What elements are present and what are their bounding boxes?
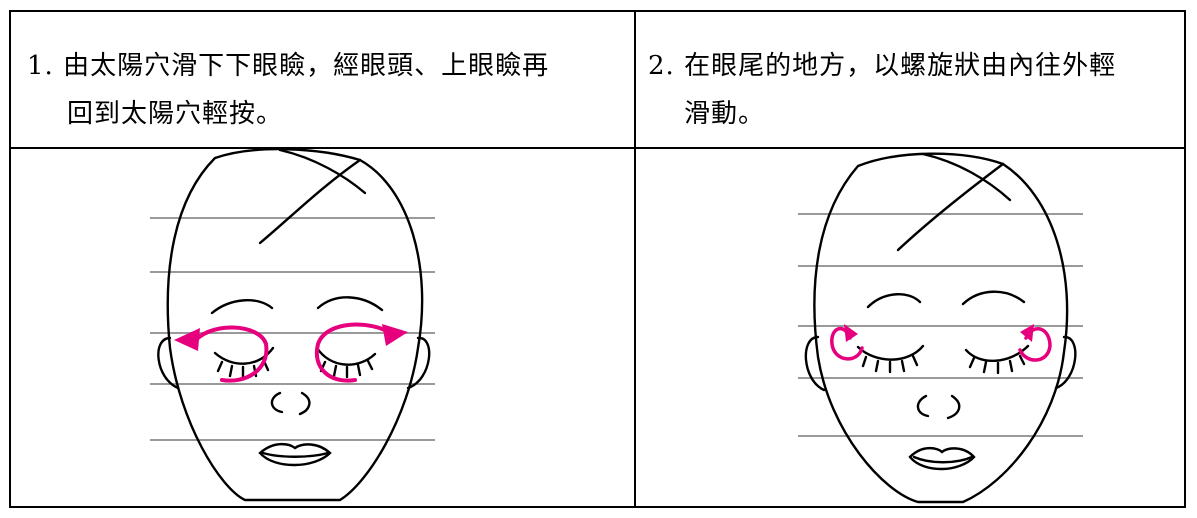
step2-line2: 滑動。 bbox=[684, 99, 766, 129]
right-brow bbox=[316, 296, 384, 312]
right-arrow-head bbox=[1020, 324, 1034, 342]
right-brow bbox=[961, 290, 1026, 306]
right-lashes bbox=[319, 359, 374, 379]
left-loop-arrow bbox=[190, 325, 269, 383]
left-brow bbox=[210, 299, 274, 315]
left-arrow-head bbox=[174, 328, 200, 351]
arrow-heads bbox=[844, 324, 1034, 342]
hair-part bbox=[258, 148, 367, 245]
step2-line1: 2. 在眼尾的地方，以螺旋狀由內往外輕 bbox=[648, 51, 1117, 81]
nose bbox=[270, 391, 311, 416]
right-eye bbox=[315, 346, 377, 366]
left-eye bbox=[856, 344, 925, 361]
hair-part bbox=[896, 152, 1012, 252]
left-eye bbox=[213, 346, 275, 365]
face-outline bbox=[166, 148, 424, 502]
left-brow bbox=[866, 293, 922, 309]
pink-arrows bbox=[190, 322, 394, 383]
face-outline bbox=[813, 152, 1069, 504]
right-arrow-head bbox=[382, 324, 408, 346]
row-divider bbox=[11, 147, 1184, 149]
right-lashes bbox=[968, 354, 1026, 375]
arrow-heads bbox=[174, 324, 408, 351]
left-spiral-arrow bbox=[830, 326, 864, 361]
left-arrow-head bbox=[844, 324, 858, 342]
left-lashes bbox=[861, 354, 919, 374]
left-ear bbox=[157, 336, 180, 390]
step1-line2: 回到太陽穴輕按。 bbox=[67, 99, 284, 129]
right-eye bbox=[964, 344, 1030, 363]
right-ear bbox=[406, 336, 431, 390]
instruction-table: 1. 由太陽穴滑下下眼瞼，經眼頭、上眼瞼再 回到太陽穴輕按。 2. 在眼尾的地方… bbox=[9, 10, 1186, 508]
guide-lines bbox=[798, 213, 1083, 437]
right-loop-arrow bbox=[314, 322, 394, 383]
pink-spirals bbox=[830, 326, 1052, 362]
face-massage-loop-illustration bbox=[150, 148, 435, 502]
left-lashes bbox=[216, 359, 270, 379]
left-ear bbox=[804, 335, 826, 392]
right-spiral-arrow bbox=[1018, 327, 1052, 362]
right-ear bbox=[1054, 335, 1077, 390]
column-divider bbox=[634, 12, 636, 506]
nose bbox=[916, 394, 961, 420]
step1-line1: 1. 由太陽穴滑下下眼瞼，經眼頭、上眼瞼再 bbox=[27, 51, 550, 81]
lips bbox=[258, 442, 332, 467]
lips bbox=[908, 446, 976, 471]
face-massage-spiral-illustration bbox=[798, 152, 1083, 504]
